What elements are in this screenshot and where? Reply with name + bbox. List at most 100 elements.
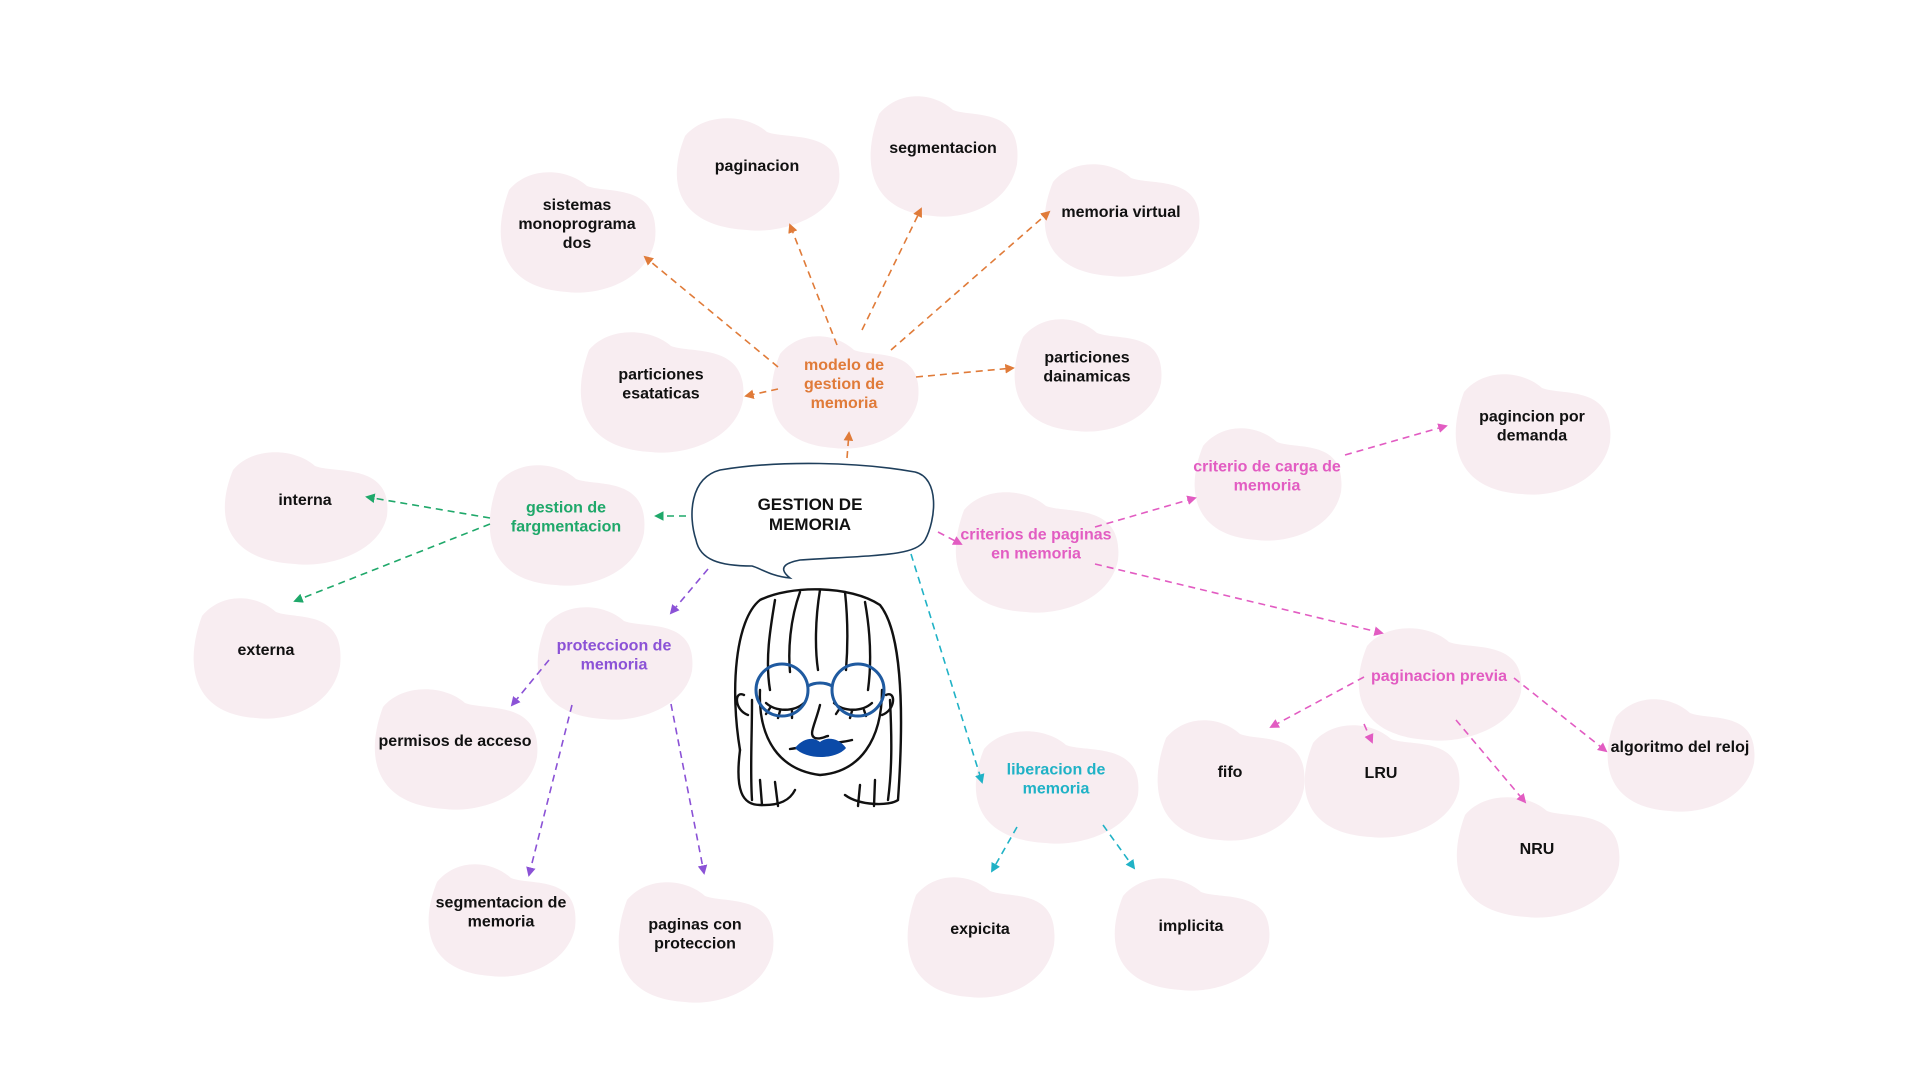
- node-label-line: memoria: [811, 395, 878, 412]
- node-label-line: algoritmo del reloj: [1611, 739, 1750, 756]
- arrow-criterios-to-carga: [1094, 495, 1197, 528]
- node-label-line: memoria: [1023, 781, 1090, 798]
- node-label-carga[interactable]: criterio de carga de memoria: [1193, 459, 1341, 495]
- node-label-line: proteccion: [654, 936, 736, 953]
- node-label-virtual[interactable]: memoria virtual: [1061, 204, 1180, 221]
- arrow-center-to-modelo: [843, 431, 854, 459]
- node-label-line: memoria: [581, 657, 648, 674]
- arrow-carga-to-demanda: [1344, 423, 1448, 456]
- node-blob-dainamicas: [1014, 319, 1162, 432]
- node-blob-reloj: [1607, 699, 1755, 812]
- arrow-previa-to-reloj: [1513, 677, 1608, 753]
- node-label-permisos[interactable]: permisos de acceso: [379, 733, 532, 750]
- central-topic-line: GESTION DE: [758, 495, 863, 514]
- node-label-line: monoprograma: [518, 216, 635, 233]
- arrow-previa-to-lru: [1363, 723, 1374, 744]
- arrow-modelo-to-dainamicas: [915, 363, 1015, 378]
- glasses-left: [754, 662, 810, 718]
- node-label-previa[interactable]: paginacion previa: [1371, 668, 1507, 685]
- node-label-line: dainamicas: [1043, 369, 1130, 386]
- node-label-line: segmentacion: [889, 140, 997, 157]
- node-label-reloj[interactable]: algoritmo del reloj: [1611, 739, 1750, 756]
- node-label-paginacion[interactable]: paginacion: [715, 158, 799, 175]
- node-label-line: fifo: [1218, 764, 1243, 781]
- node-label-pagprot[interactable]: paginas con proteccion: [648, 917, 741, 953]
- node-label-line: segmentacion de: [436, 895, 567, 912]
- arrow-proteccion-to-pagprot: [670, 703, 708, 875]
- node-blob-paginacion: [676, 118, 840, 231]
- node-blob-virtual: [1044, 164, 1200, 277]
- node-label-line: particiones: [1044, 350, 1129, 367]
- node-label-line: permisos de acceso: [379, 733, 532, 750]
- node-blob-interna: [224, 452, 388, 565]
- node-label-implicita[interactable]: implicita: [1159, 918, 1224, 935]
- node-blob-liberacion: [975, 731, 1139, 844]
- arrow-previa-to-nru: [1455, 719, 1527, 804]
- lips: [795, 738, 846, 757]
- node-label-lru[interactable]: LRU: [1365, 765, 1398, 782]
- node-blob-demanda: [1455, 374, 1611, 495]
- connector-arrows: [293, 207, 1608, 877]
- node-label-line: paginacion previa: [1371, 668, 1507, 685]
- node-label-line: interna: [278, 492, 331, 509]
- node-blob-nru: [1456, 797, 1620, 918]
- node-label-segmem[interactable]: segmentacion de memoria: [436, 895, 567, 931]
- node-blob-sistemas: [500, 172, 656, 293]
- node-blob-expicita: [907, 877, 1055, 998]
- node-label-line: modelo de: [804, 357, 884, 374]
- node-label-line: proteccioon de: [557, 638, 672, 655]
- node-blob-proteccion: [537, 607, 693, 720]
- node-label-line: memoria virtual: [1061, 204, 1180, 221]
- arrow-modelo-to-sistemas: [643, 255, 779, 368]
- node-label-line: paginacion: [715, 158, 799, 175]
- node-label-proteccion[interactable]: proteccioon de memoria: [557, 638, 672, 674]
- node-label-line: expicita: [950, 921, 1010, 938]
- node-label-interna[interactable]: interna: [278, 492, 331, 509]
- node-label-segmentacion[interactable]: segmentacion: [889, 140, 997, 157]
- node-label-line: dos: [563, 235, 592, 252]
- arrow-previa-to-fifo: [1269, 676, 1365, 728]
- node-label-line: demanda: [1497, 428, 1567, 445]
- node-label-criterios[interactable]: criterios de paginas en memoria: [960, 527, 1111, 563]
- node-label-line: memoria: [468, 914, 535, 931]
- node-label-line: en memoria: [991, 546, 1081, 563]
- node-blob-pagprot: [618, 882, 774, 1003]
- node-blob-previa: [1358, 628, 1522, 741]
- node-label-line: criterios de paginas: [960, 527, 1111, 544]
- node-label-line: implicita: [1159, 918, 1224, 935]
- arrow-fragmentacion-to-externa: [293, 523, 491, 603]
- node-label-fifo[interactable]: fifo: [1218, 764, 1243, 781]
- node-label-line: liberacion de: [1007, 762, 1106, 779]
- node-blob-modelo: [771, 336, 919, 449]
- node-blob-esataticas: [580, 332, 744, 453]
- node-blob-segmentacion: [870, 96, 1018, 217]
- node-label-line: criterio de carga de: [1193, 459, 1341, 476]
- node-blob-fragmentacion: [489, 465, 645, 586]
- node-blob-segmem: [428, 864, 576, 977]
- node-label-line: externa: [238, 642, 295, 659]
- node-label-line: memoria: [1234, 478, 1301, 495]
- node-label-line: paginas con: [648, 917, 741, 934]
- node-label-nru[interactable]: NRU: [1520, 841, 1555, 858]
- arrow-modelo-to-segmentacion: [861, 207, 922, 331]
- arrow-fragmentacion-to-interna: [365, 493, 491, 519]
- node-blob-permisos: [374, 689, 538, 810]
- node-label-line: particiones: [618, 367, 703, 384]
- node-blob-lru: [1304, 725, 1460, 838]
- arrow-criterios-to-previa: [1094, 563, 1384, 636]
- node-label-expicita[interactable]: expicita: [950, 921, 1010, 938]
- node-label-line: gestion de: [526, 500, 606, 517]
- glasses-right: [830, 662, 886, 718]
- node-label-liberacion[interactable]: liberacion de memoria: [1007, 762, 1106, 798]
- node-label-dainamicas[interactable]: particiones dainamicas: [1043, 350, 1130, 386]
- arrow-modelo-to-esataticas: [744, 388, 779, 400]
- node-label-externa[interactable]: externa: [238, 642, 295, 659]
